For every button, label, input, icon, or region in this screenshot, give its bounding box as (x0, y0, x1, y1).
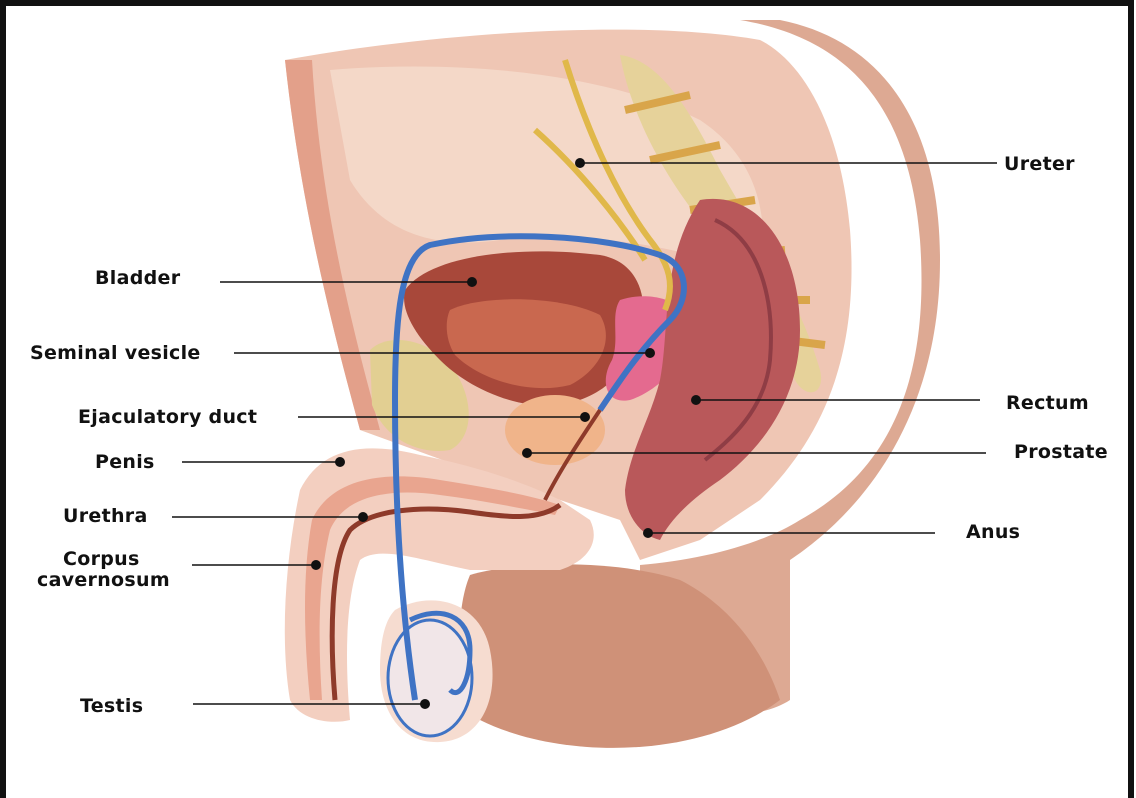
testis-shape (388, 620, 472, 736)
label-anus: Anus (966, 521, 1020, 543)
dot-ejaculatory-duct (580, 412, 590, 422)
label-bladder: Bladder (95, 267, 181, 289)
label-urethra: Urethra (63, 505, 148, 527)
label-corpus-line1: Corpus (63, 548, 140, 570)
dot-ureter (575, 158, 585, 168)
label-ejaculatory-duct: Ejaculatory duct (78, 406, 257, 428)
prostate-shape (505, 395, 605, 465)
label-ureter: Ureter (1004, 153, 1075, 175)
dot-urethra (358, 512, 368, 522)
label-corpus-line2: cavernosum (37, 569, 170, 591)
dot-seminal-vesicle (645, 348, 655, 358)
dot-rectum (691, 395, 701, 405)
label-testis: Testis (80, 695, 143, 717)
label-seminal-vesicle: Seminal vesicle (30, 342, 201, 364)
dot-penis (335, 457, 345, 467)
dot-prostate (522, 448, 532, 458)
dot-anus (643, 528, 653, 538)
label-rectum: Rectum (1006, 392, 1089, 414)
label-penis: Penis (95, 451, 155, 473)
dot-corpus (311, 560, 321, 570)
dot-bladder (467, 277, 477, 287)
dot-testis (420, 699, 430, 709)
label-prostate: Prostate (1014, 441, 1108, 463)
